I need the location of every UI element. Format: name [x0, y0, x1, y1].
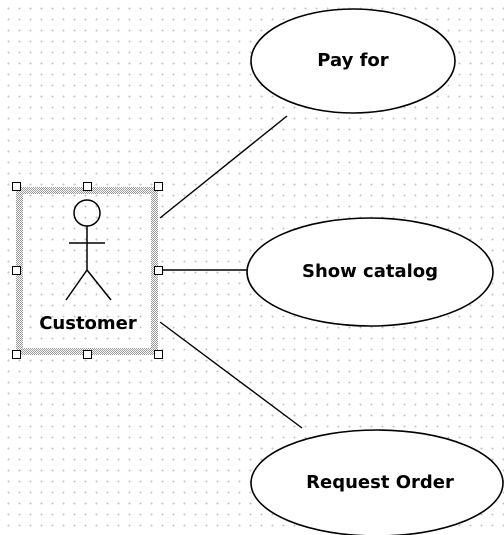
- resize-handle-top-left[interactable]: [12, 182, 21, 191]
- resize-handle-bottom-right[interactable]: [154, 350, 163, 359]
- resize-handle-bottom-center[interactable]: [83, 350, 92, 359]
- association-line-pay-for[interactable]: [159, 115, 288, 219]
- resize-handle-middle-left[interactable]: [12, 266, 21, 275]
- resize-handle-top-right[interactable]: [154, 182, 163, 191]
- use-case-pay-for-label: Pay for: [317, 50, 389, 71]
- association-line-request-order[interactable]: [159, 321, 303, 429]
- use-case-show-catalog-label: Show catalog: [301, 261, 439, 282]
- actor-label: Customer: [39, 313, 137, 334]
- resize-handle-middle-right[interactable]: [154, 266, 163, 275]
- use-case-request-order-label: Request Order: [306, 472, 454, 493]
- use-case-show-catalog-ellipse[interactable]: [246, 217, 494, 327]
- resize-handle-bottom-left[interactable]: [12, 350, 21, 359]
- use-case-pay-for-ellipse[interactable]: [250, 8, 456, 114]
- use-case-request-order-ellipse[interactable]: [250, 429, 504, 535]
- actor-selection-frame: [16, 187, 158, 355]
- resize-handle-top-center[interactable]: [83, 182, 92, 191]
